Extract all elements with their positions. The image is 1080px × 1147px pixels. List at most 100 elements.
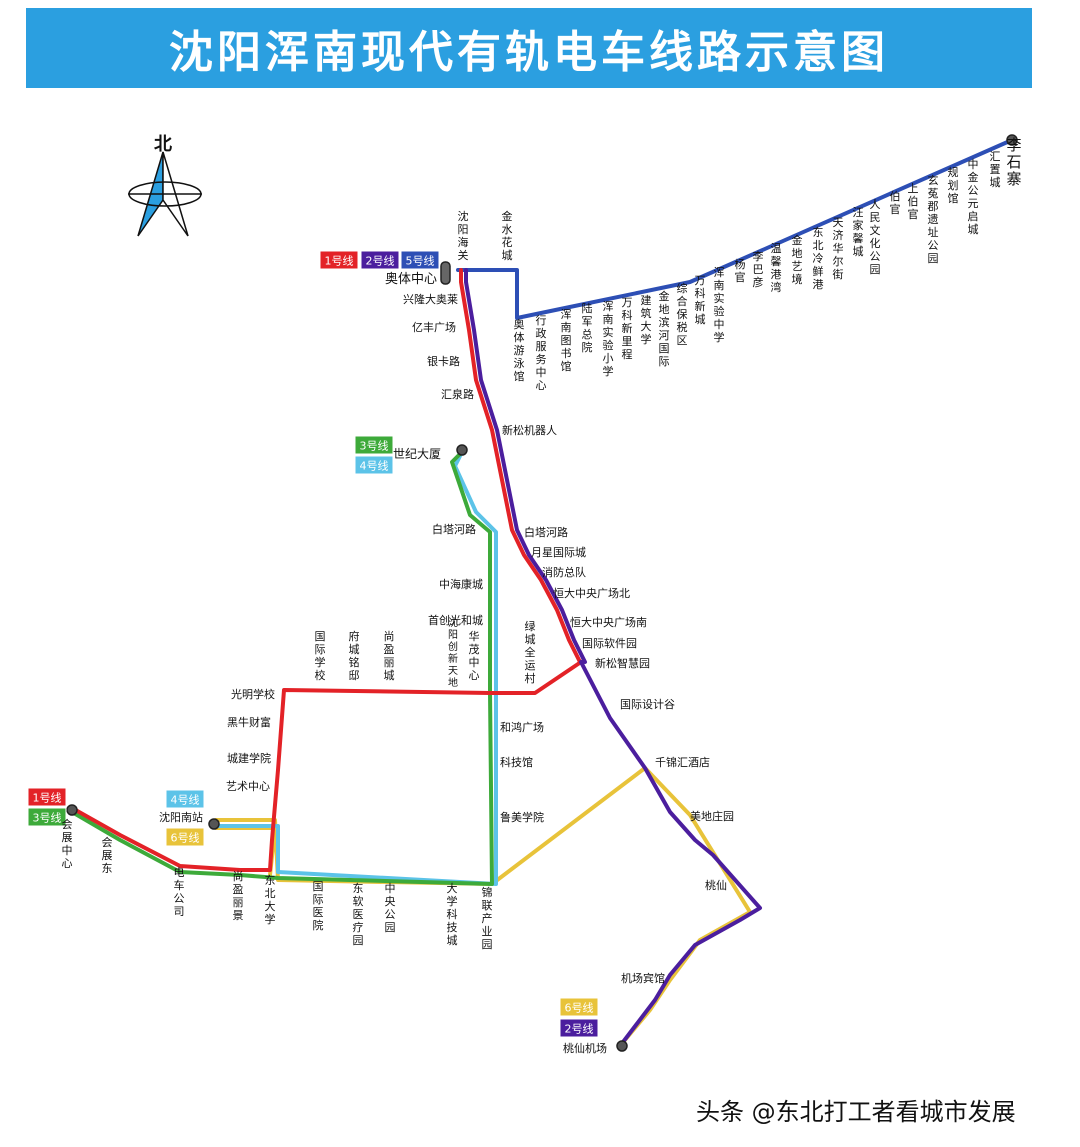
- station-label: 府城铭邸: [349, 629, 360, 682]
- station-label: 上伯官: [908, 182, 919, 221]
- station-label: 尚盈丽景: [233, 869, 244, 922]
- station-label: 首创光和城: [428, 613, 483, 627]
- watermark: 头条 @东北打工者看城市发展: [696, 1098, 1016, 1126]
- line-badge: [165, 789, 205, 809]
- station-label: 华茂中心: [469, 629, 480, 682]
- line1-route: [459, 268, 582, 664]
- map-title: 沈阳浑南现代有轨电车线路示意图: [169, 27, 889, 78]
- station-label: 新松智慧园: [595, 656, 650, 670]
- station-label: 中海康城: [439, 577, 483, 591]
- station-label: 浑南实验小学: [603, 300, 614, 378]
- station-label: 白塔河路: [432, 522, 476, 536]
- station-label: 杨官: [735, 257, 746, 284]
- station-label: 东软医疗园: [353, 882, 364, 947]
- line-badge: [27, 807, 67, 827]
- station-label: 汪家馨城: [853, 206, 864, 258]
- station-label: 中金公元启城: [968, 158, 979, 236]
- line-badge: [360, 250, 400, 270]
- terminal-marker: [616, 1040, 628, 1052]
- line-badge-label: 4号线: [171, 793, 200, 807]
- station-label: 鲁美学院: [500, 810, 544, 824]
- station-label: 黑牛财富: [227, 715, 271, 729]
- line-badge: [165, 827, 205, 847]
- line3-route: [70, 450, 494, 886]
- station-label: 沈阳创新天地: [448, 616, 458, 689]
- hub-marker: [440, 261, 451, 285]
- station-label: 陆军总院: [582, 301, 593, 354]
- station-label: 银卡路: [427, 354, 460, 368]
- station-label: 大学科技城: [447, 881, 458, 947]
- station-label: 沈阳海关: [458, 209, 469, 262]
- station-label: 天济华尔街: [833, 216, 844, 281]
- station-label: 综合保税区: [677, 281, 688, 347]
- station-label: 锦联产业园: [482, 885, 493, 951]
- station-label: 恒大中央广场北: [553, 586, 630, 600]
- line2-route: [579, 660, 762, 1048]
- station-label: 奥体游泳馆: [514, 317, 525, 383]
- line1-route: [70, 660, 583, 872]
- station-label: 月星国际城: [531, 546, 586, 559]
- station-label: 东北大学: [265, 874, 276, 926]
- station-label: 兴隆大奥莱: [403, 292, 458, 306]
- station-label: 万科新城: [695, 274, 706, 326]
- station-label: 城建学院: [227, 751, 271, 765]
- terminal-marker: [1006, 134, 1018, 146]
- station-label: 温馨港湾: [771, 242, 782, 294]
- station-label: 汇置城: [990, 150, 1001, 189]
- station-label: 金地艺境: [792, 233, 803, 286]
- station-label: 李石寨: [1006, 136, 1021, 188]
- line-badge-label: 6号线: [565, 1001, 594, 1015]
- station-label: 玄菟郡遗址公园: [928, 173, 939, 265]
- station-label: 国际设计谷: [620, 698, 675, 711]
- line-badge: [354, 455, 394, 475]
- station-label: 浑南实验中学: [714, 266, 725, 344]
- line-badge: [27, 787, 67, 807]
- line-badge-label: 3号线: [360, 439, 389, 453]
- line-badge: [559, 1018, 599, 1038]
- station-label: 艺术中心: [226, 780, 270, 793]
- station-label: 桃仙: [705, 878, 727, 892]
- line2-route: [464, 268, 587, 664]
- line-badge-label: 2号线: [366, 254, 395, 268]
- station-label: 伯官: [890, 189, 901, 216]
- station-label: 电车公司: [174, 866, 185, 918]
- station-label: 国际医院: [313, 880, 324, 932]
- station-label: 汇泉路: [441, 387, 474, 401]
- station-label: 沈阳南站: [159, 810, 203, 824]
- station-label: 尚盈丽城: [384, 629, 395, 682]
- station-label: 万科新里程: [622, 296, 633, 361]
- station-label: 亿丰广场: [412, 320, 456, 334]
- station-label: 浑南图书馆: [561, 308, 572, 373]
- line-badge: [354, 435, 394, 455]
- station-label: 千锦汇酒店: [655, 755, 710, 769]
- station-label: 李巴彦: [753, 249, 764, 289]
- line-badge-label: 4号线: [360, 459, 389, 473]
- line5-route: [456, 138, 1014, 320]
- compass-north-label: 北: [154, 134, 172, 155]
- station-label: 规划馆: [948, 165, 959, 205]
- line-badge-label: 2号线: [565, 1022, 594, 1036]
- station-label: 恒大中央广场南: [570, 615, 647, 629]
- line-badge-label: 1号线: [33, 791, 62, 805]
- terminal-marker: [456, 444, 468, 456]
- station-label: 消防总队: [542, 565, 586, 579]
- line-badge: [400, 250, 440, 270]
- station-label: 科技馆: [500, 755, 533, 769]
- station-label: 东北冷鲜港: [813, 226, 824, 291]
- station-label: 奥体中心: [385, 272, 437, 287]
- line-badge-label: 3号线: [33, 811, 62, 825]
- station-label: 人民文化公园: [870, 198, 881, 276]
- station-label: 桃仙机场: [563, 1041, 607, 1055]
- station-label: 国际学校: [315, 630, 326, 682]
- station-label: 美地庄园: [690, 809, 734, 823]
- station-label: 金地滨河国际: [659, 289, 670, 368]
- line-badge: [559, 997, 599, 1017]
- station-label: 国际软件园: [582, 636, 637, 650]
- station-label: 建筑大学: [641, 293, 652, 346]
- station-label: 会展东: [102, 836, 113, 875]
- station-label: 中央公园: [385, 882, 396, 934]
- station-label: 行政服务中心: [536, 314, 547, 392]
- station-label: 世纪大厦: [393, 447, 441, 461]
- station-label: 和鸿广场: [500, 720, 544, 734]
